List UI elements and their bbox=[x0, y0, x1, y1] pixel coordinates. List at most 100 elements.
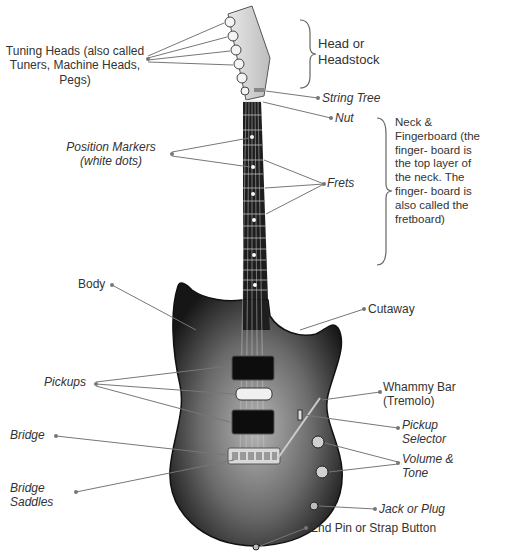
leader-dots bbox=[54, 57, 400, 530]
leader-dot bbox=[378, 390, 382, 394]
fret bbox=[243, 188, 264, 189]
leader-dot bbox=[362, 307, 366, 311]
leader-line bbox=[264, 160, 324, 184]
fret bbox=[243, 174, 263, 175]
string-tree bbox=[254, 88, 264, 92]
part-label: Pickups bbox=[44, 375, 104, 389]
leader-line bbox=[148, 62, 233, 65]
strings bbox=[240, 101, 264, 458]
leader-dot bbox=[170, 152, 174, 156]
leader-line bbox=[300, 309, 364, 330]
leader-dot bbox=[396, 426, 400, 430]
fret bbox=[243, 238, 266, 239]
leader-dot bbox=[74, 490, 78, 494]
leader-dot bbox=[94, 382, 98, 386]
string bbox=[246, 101, 249, 458]
leader-line bbox=[304, 415, 398, 428]
leader-dot bbox=[54, 434, 58, 438]
output-jack bbox=[310, 502, 318, 510]
fret bbox=[243, 214, 265, 215]
fret bbox=[243, 145, 262, 146]
part-label: Head or Headstock bbox=[318, 36, 398, 67]
tuning-peg bbox=[225, 17, 235, 27]
tone-knob bbox=[316, 466, 328, 478]
pickup bbox=[232, 356, 274, 380]
fret bbox=[243, 160, 263, 161]
leader-dot bbox=[316, 96, 320, 100]
leader-line bbox=[96, 366, 230, 382]
part-label: Jack or Plug bbox=[379, 502, 479, 516]
part-label: Neck & Fingerboard (the finger- board is… bbox=[395, 116, 487, 226]
leader-line bbox=[96, 386, 230, 422]
fret bbox=[243, 270, 267, 271]
leader-line bbox=[148, 23, 224, 56]
leader-line bbox=[96, 384, 234, 394]
leader-line bbox=[76, 460, 234, 492]
leader-line bbox=[148, 51, 230, 60]
tuning-peg bbox=[241, 87, 249, 95]
leader-dot bbox=[329, 116, 333, 120]
leader-line bbox=[325, 443, 398, 462]
fret bbox=[243, 280, 267, 281]
part-label: Frets bbox=[327, 176, 387, 190]
bridge-saddle bbox=[232, 452, 238, 460]
leader-line bbox=[266, 91, 318, 98]
bridge-saddles bbox=[232, 452, 277, 460]
leader-line bbox=[260, 528, 306, 546]
part-label: End Pin or Strap Button bbox=[310, 521, 510, 535]
leader-dot bbox=[146, 57, 150, 61]
string bbox=[255, 101, 258, 458]
leader-line bbox=[265, 184, 324, 188]
part-label: Nut bbox=[335, 111, 395, 125]
volume-knob bbox=[312, 436, 324, 448]
leader-line bbox=[319, 506, 375, 509]
leader-dot bbox=[373, 507, 377, 511]
part-label: Pickup Selector bbox=[402, 418, 472, 447]
part-label: Whammy Bar (Tremolo) bbox=[383, 380, 483, 409]
leader-line bbox=[322, 392, 380, 400]
pickup bbox=[236, 388, 272, 400]
bridge-saddle bbox=[264, 452, 270, 460]
leader-line bbox=[172, 156, 250, 167]
leader-line bbox=[112, 285, 196, 330]
position-marker bbox=[252, 253, 256, 257]
guitar-body bbox=[170, 283, 342, 546]
leader-line bbox=[172, 138, 249, 152]
fret bbox=[243, 249, 266, 250]
whammy-bar bbox=[278, 398, 320, 458]
fret bbox=[243, 260, 266, 261]
bridge-saddle bbox=[272, 452, 277, 460]
bridge bbox=[228, 448, 280, 464]
string bbox=[252, 101, 253, 458]
leader-line bbox=[329, 464, 398, 472]
string bbox=[258, 101, 264, 458]
pickup bbox=[232, 410, 274, 434]
part-label: Volume & Tone bbox=[402, 452, 472, 481]
pickup-selector bbox=[298, 410, 302, 420]
position-marker bbox=[251, 165, 255, 169]
tuning-peg bbox=[234, 59, 244, 69]
bracket bbox=[300, 20, 316, 88]
part-label: Body bbox=[78, 277, 118, 291]
strap-button bbox=[253, 544, 259, 550]
part-label: Bridge Saddles bbox=[10, 481, 74, 510]
bridge-saddle bbox=[256, 452, 262, 460]
tuning-pegs bbox=[225, 17, 249, 95]
fret bbox=[243, 290, 267, 291]
leader-dot bbox=[110, 283, 114, 287]
position-marker bbox=[251, 192, 255, 196]
string bbox=[240, 101, 246, 458]
part-label: Bridge bbox=[10, 428, 60, 442]
leader-dot bbox=[322, 182, 326, 186]
part-label: Tuning Heads (also called Tuners, Machin… bbox=[4, 44, 146, 87]
tuning-peg bbox=[228, 31, 238, 41]
bracket bbox=[377, 118, 392, 265]
leader-line bbox=[148, 37, 227, 58]
neck-heel bbox=[242, 300, 270, 330]
fret bbox=[243, 130, 262, 131]
bridge-saddle bbox=[240, 452, 246, 460]
tuning-peg bbox=[237, 73, 247, 83]
part-label: Position Markers (white dots) bbox=[52, 140, 170, 169]
frets bbox=[243, 115, 267, 290]
